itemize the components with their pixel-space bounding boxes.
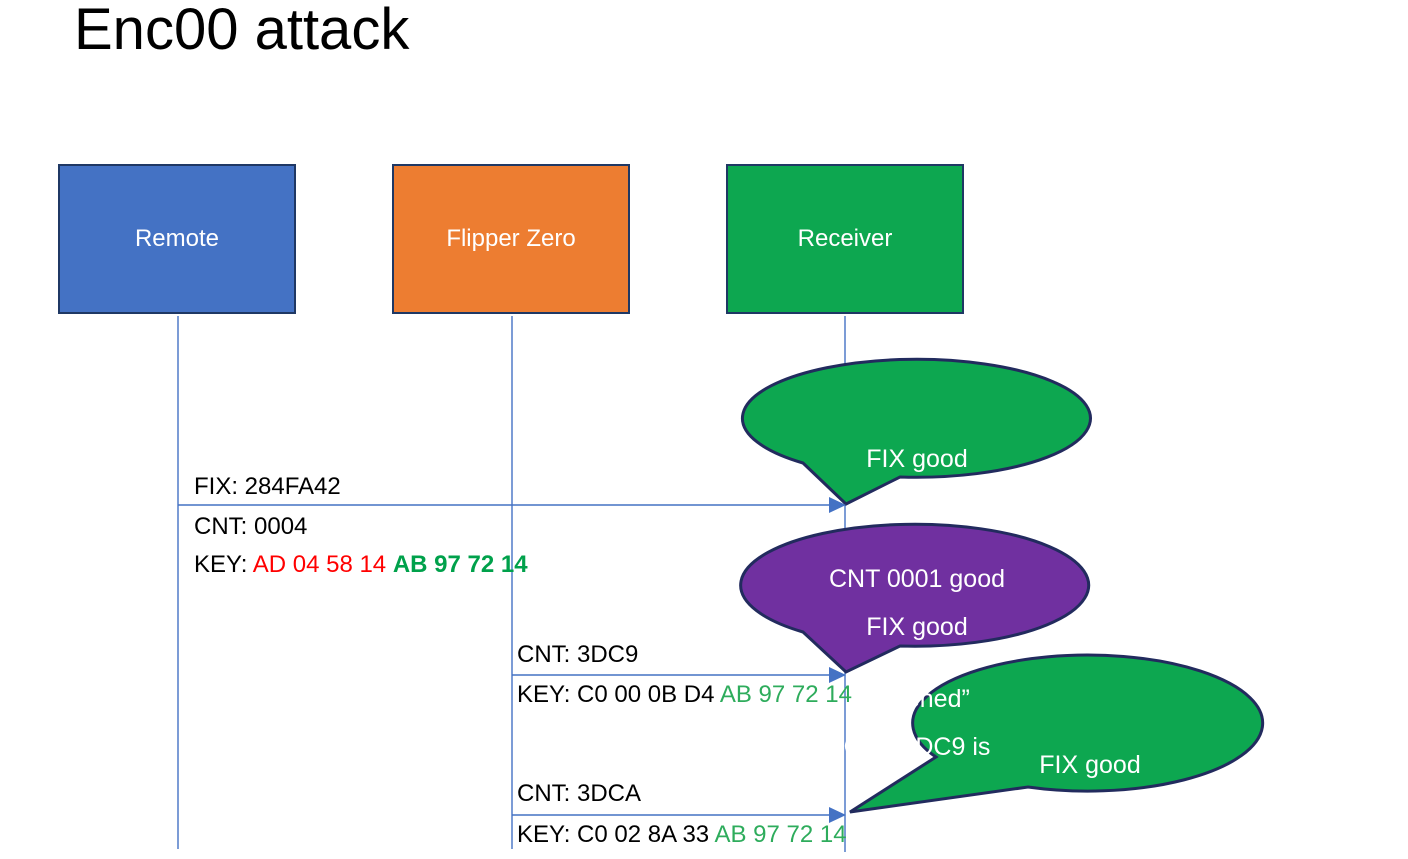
message-2-key-prefix: KEY: — [517, 681, 578, 708]
callout-bubble-cnt3dca — [849, 653, 1265, 814]
actor-box-receiver: Receiver — [726, 164, 964, 314]
arrowhead-flipper-to-receiver-1 — [829, 667, 846, 683]
slide-title: Enc00 attack — [74, 0, 410, 62]
callout-bubble-cnt3dc9-future — [739, 522, 1091, 674]
callout-2-line-3: future code — [752, 847, 1082, 859]
message-1-key-old-bytes: AD 04 58 14 — [252, 551, 393, 578]
message-1-key-fixed-bytes: AB 97 72 14 — [392, 551, 528, 578]
message-1-key-prefix: KEY: — [194, 551, 253, 578]
actor-box-remote: Remote — [58, 164, 296, 314]
message-1-key: KEY: AD 04 58 14 AB 97 72 14 — [194, 551, 528, 579]
callout-2-line-1: FIX good — [866, 613, 968, 641]
callout-3-line-1: FIX good — [1039, 751, 1141, 779]
callout-1-line-3: “Opened” — [864, 685, 970, 713]
callout-text-1: FIX good CNT 0001 good “Opened” — [752, 359, 1082, 799]
message-3-cnt: CNT: 3DCA — [517, 780, 642, 807]
actor-label-remote: Remote — [134, 225, 220, 252]
message-1-cnt: CNT: 0004 — [194, 513, 308, 540]
message-2-key-bytes: C0 00 0B D4 — [577, 681, 720, 708]
actor-label-flipper-zero: Flipper Zero — [446, 225, 576, 252]
actor-label-receiver: Receiver — [797, 225, 893, 252]
callout-1-line-1: FIX good — [866, 445, 968, 473]
message-3-key-prefix: KEY: — [517, 821, 578, 848]
message-3-key-fixed-bytes: AB 97 72 14 — [714, 821, 847, 848]
message-2-key: KEY: C0 00 0B D4 AB 97 72 14 — [517, 681, 852, 709]
message-1-fix: FIX: 284FA42 — [194, 473, 341, 500]
arrowhead-remote-to-receiver — [829, 497, 846, 513]
message-2-key-fixed-bytes: AB 97 72 14 — [719, 681, 852, 708]
callout-text-3: FIX good CNT is 3DCA “Opened” — [925, 665, 1255, 859]
callout-1-line-2: CNT 0001 good — [828, 565, 1006, 593]
message-3-key: KEY: C0 02 8A 33 AB 97 72 14 — [517, 821, 847, 849]
callout-bubble-fix-cnt0001 — [740, 357, 1092, 506]
arrowhead-flipper-to-receiver-2 — [829, 807, 846, 823]
actor-box-flipper-zero: Flipper Zero — [392, 164, 630, 314]
callout-2-line-2: CNT 3DC9 is — [843, 733, 991, 761]
message-2-cnt: CNT: 3DC9 — [517, 641, 639, 668]
message-3-key-bytes: C0 02 8A 33 — [577, 821, 715, 848]
callout-text-2: FIX good CNT 3DC9 is future code — [752, 527, 1082, 859]
